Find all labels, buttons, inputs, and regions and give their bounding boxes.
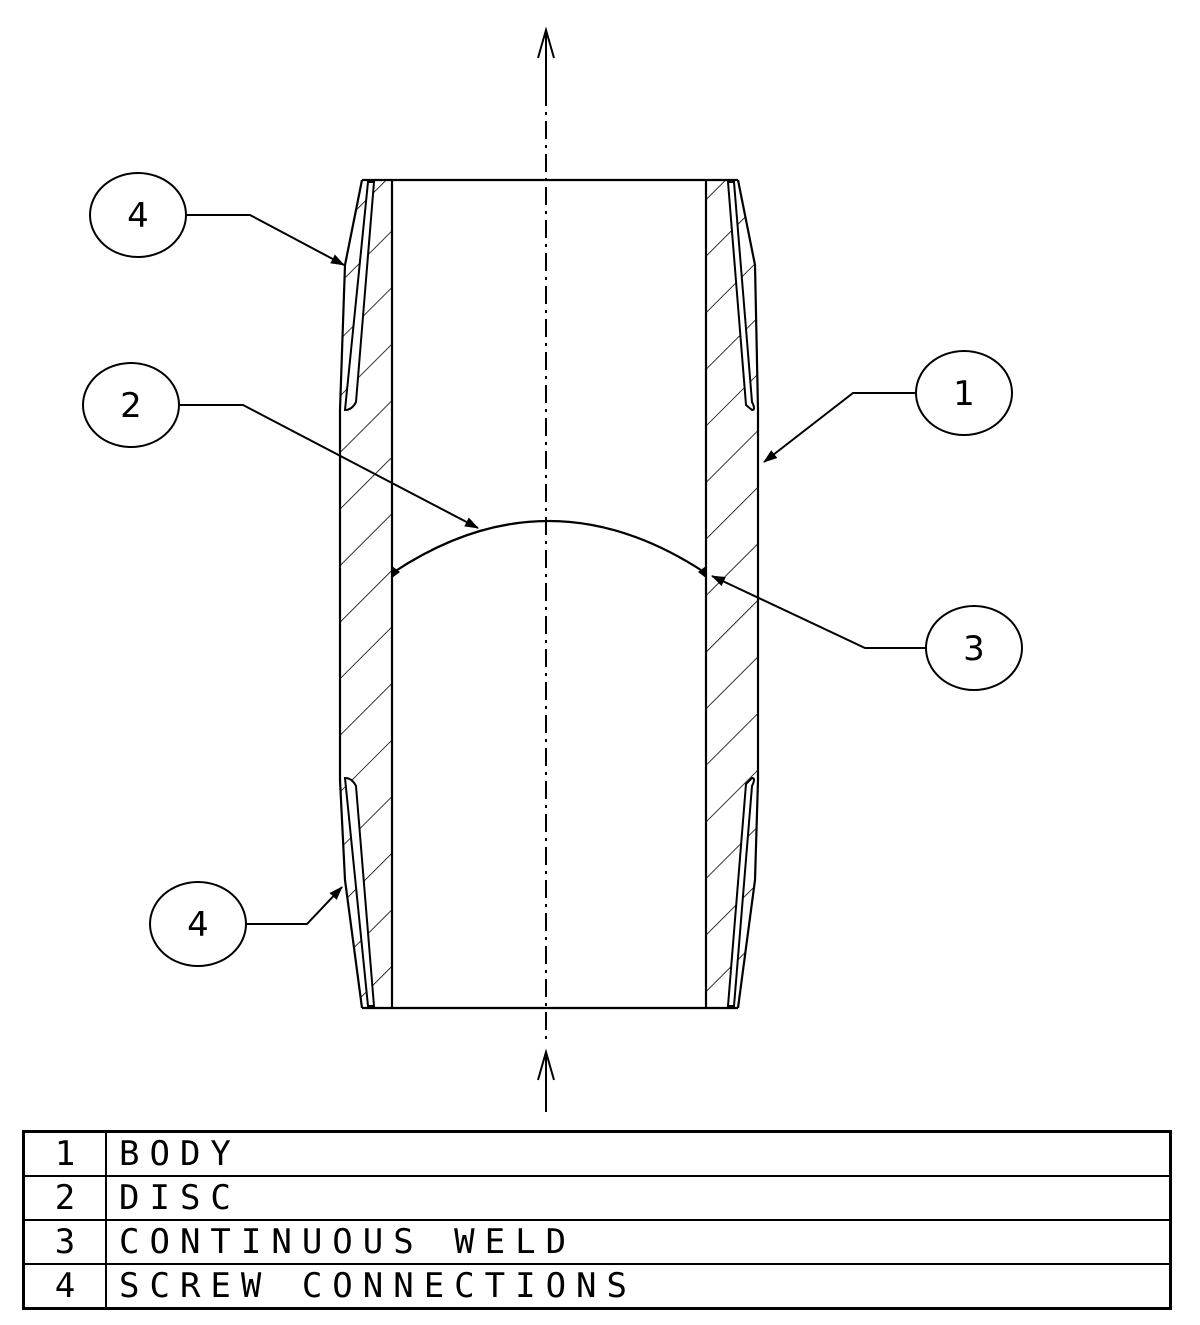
part-number: 2	[22, 1175, 107, 1221]
callout-disc: 2	[82, 362, 180, 448]
callout-weld-number: 3	[963, 629, 985, 669]
part-description: SCREW CONNECTIONS	[105, 1263, 1172, 1310]
part-description: CONTINUOUS WELD	[105, 1219, 1172, 1265]
weld-left	[392, 566, 400, 578]
leader-screw-top	[187, 214, 345, 266]
flow-arrow-bottom	[537, 1048, 555, 1112]
leader-disc	[180, 404, 479, 529]
right-wall-hatching	[706, 180, 758, 1008]
leader-screw-bottom	[246, 886, 343, 925]
part-number: 1	[22, 1130, 107, 1177]
callout-disc-number: 2	[120, 386, 142, 426]
part-description: BODY	[105, 1130, 1172, 1177]
parts-list-table: 1 BODY 2 DISC 3 CONTINUOUS WELD 4 SCREW …	[22, 1130, 1172, 1310]
body-outline	[338, 178, 760, 1010]
callout-screw-top-number: 4	[127, 196, 149, 236]
weld-right	[698, 566, 706, 578]
callout-screw-bottom-number: 4	[187, 905, 209, 945]
callout-screw-top: 4	[89, 172, 187, 258]
table-row: 4 SCREW CONNECTIONS	[22, 1263, 1172, 1310]
table-row: 3 CONTINUOUS WELD	[22, 1219, 1172, 1265]
callout-body: 1	[915, 350, 1013, 436]
part-number: 3	[22, 1219, 107, 1265]
part-number: 4	[22, 1263, 107, 1310]
table-row: 1 BODY	[22, 1130, 1172, 1177]
callout-weld: 3	[925, 605, 1023, 691]
table-row: 2 DISC	[22, 1175, 1172, 1221]
leader-body	[763, 392, 915, 463]
callout-body-number: 1	[953, 374, 975, 414]
thread-grooves	[343, 181, 755, 1007]
disc-dome	[393, 520, 705, 573]
callout-screw-bottom: 4	[149, 881, 247, 967]
leader-weld	[711, 575, 925, 649]
flow-arrow-top	[537, 26, 555, 100]
part-description: DISC	[105, 1175, 1172, 1221]
left-wall-hatching	[340, 180, 392, 1008]
